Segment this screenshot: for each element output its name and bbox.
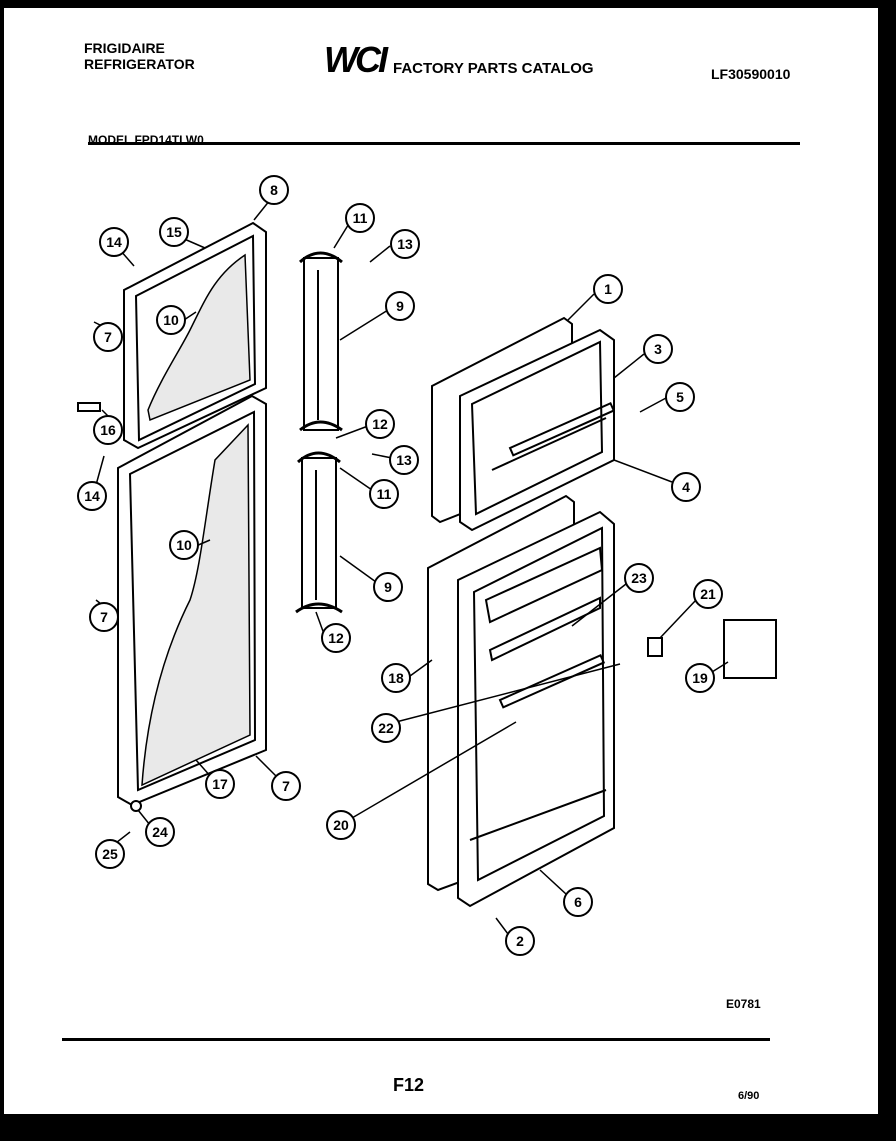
freezer-liner-part [431, 316, 616, 532]
callout: 14 [77, 481, 107, 511]
bracket-part [647, 637, 663, 657]
brand-line-2: REFRIGERATOR [84, 56, 195, 72]
svg-text:19: 19 [692, 670, 708, 686]
print-date: 6/90 [738, 1090, 760, 1102]
svg-text:13: 13 [396, 452, 412, 468]
callout: 22 [371, 713, 401, 743]
part-number: LF30590010 [711, 66, 791, 82]
svg-text:23: 23 [631, 570, 647, 586]
callout: 14 [99, 227, 129, 257]
svg-text:18: 18 [388, 670, 404, 686]
callout: 8 [259, 175, 289, 205]
svg-text:12: 12 [372, 416, 388, 432]
svg-text:10: 10 [176, 537, 192, 553]
svg-text:8: 8 [270, 182, 278, 198]
fresh-food-door-part [117, 394, 267, 807]
upper-handle-part [298, 251, 343, 432]
svg-text:9: 9 [396, 298, 404, 314]
svg-text:14: 14 [84, 488, 100, 504]
svg-text:4: 4 [682, 479, 690, 495]
svg-text:2: 2 [516, 933, 524, 949]
callout: 2 [505, 926, 535, 956]
freezer-door-part [123, 221, 267, 450]
callout: 18 [381, 663, 411, 693]
lower-handle-part [295, 451, 343, 614]
svg-text:10: 10 [163, 312, 179, 328]
svg-text:22: 22 [378, 720, 394, 736]
catalog-title: FACTORY PARTS CATALOG [393, 60, 594, 77]
callout: 3 [643, 334, 673, 364]
callout: 10 [169, 530, 199, 560]
callout: 1 [593, 274, 623, 304]
callout: 13 [390, 229, 420, 259]
svg-text:5: 5 [676, 389, 684, 405]
svg-text:20: 20 [333, 817, 349, 833]
callout: 12 [365, 409, 395, 439]
svg-text:24: 24 [152, 824, 168, 840]
callout: 7 [271, 771, 301, 801]
svg-text:25: 25 [102, 846, 118, 862]
svg-text:15: 15 [166, 224, 182, 240]
callout: 23 [624, 563, 654, 593]
brand-block: FRIGIDAIRE REFRIGERATOR [84, 40, 195, 72]
callout: 25 [95, 839, 125, 869]
svg-text:14: 14 [106, 234, 122, 250]
wci-logo: WCI [324, 39, 388, 80]
callout-group: 8 14 15 7 10 16 14 10 7 17 7 24 25 11 13… [77, 175, 723, 956]
svg-text:12: 12 [328, 630, 344, 646]
dispenser-cover-part [723, 619, 777, 679]
brand-line-1: FRIGIDAIRE [84, 40, 165, 56]
hinge-part [77, 402, 101, 412]
callout: 4 [671, 472, 701, 502]
callout: 16 [93, 415, 123, 445]
svg-text:11: 11 [377, 486, 392, 502]
callout: 13 [389, 445, 419, 475]
svg-text:7: 7 [282, 778, 290, 794]
callout: 17 [205, 769, 235, 799]
callout: 24 [145, 817, 175, 847]
svg-text:9: 9 [384, 579, 392, 595]
svg-text:21: 21 [700, 586, 716, 602]
svg-text:17: 17 [212, 776, 228, 792]
callout: 20 [326, 810, 356, 840]
callout: 7 [89, 602, 119, 632]
svg-text:1: 1 [604, 281, 612, 297]
svg-text:6: 6 [574, 894, 582, 910]
svg-text:7: 7 [100, 609, 108, 625]
callout: 11 [345, 203, 375, 233]
callout: 5 [665, 382, 695, 412]
callout: 12 [321, 623, 351, 653]
callout: 9 [373, 572, 403, 602]
model-number: MODEL FPD14TLW0 [88, 133, 204, 147]
callout: 9 [385, 291, 415, 321]
callout: 15 [159, 217, 189, 247]
svg-text:16: 16 [100, 422, 116, 438]
callout: 10 [156, 305, 186, 335]
fresh-food-liner-part [427, 494, 615, 908]
screw-part [130, 800, 142, 812]
callout: 6 [563, 887, 593, 917]
callout: 21 [693, 579, 723, 609]
callout: 19 [685, 663, 715, 693]
header-rule [88, 142, 800, 145]
footer-rule [62, 1038, 770, 1041]
callout: 11 [369, 479, 399, 509]
svg-text:13: 13 [397, 236, 413, 252]
page-number: F12 [393, 1075, 425, 1095]
diagram-id: E0781 [726, 997, 761, 1011]
callout: 7 [93, 322, 123, 352]
svg-text:3: 3 [654, 341, 662, 357]
svg-text:11: 11 [353, 210, 368, 226]
svg-text:7: 7 [104, 329, 112, 345]
